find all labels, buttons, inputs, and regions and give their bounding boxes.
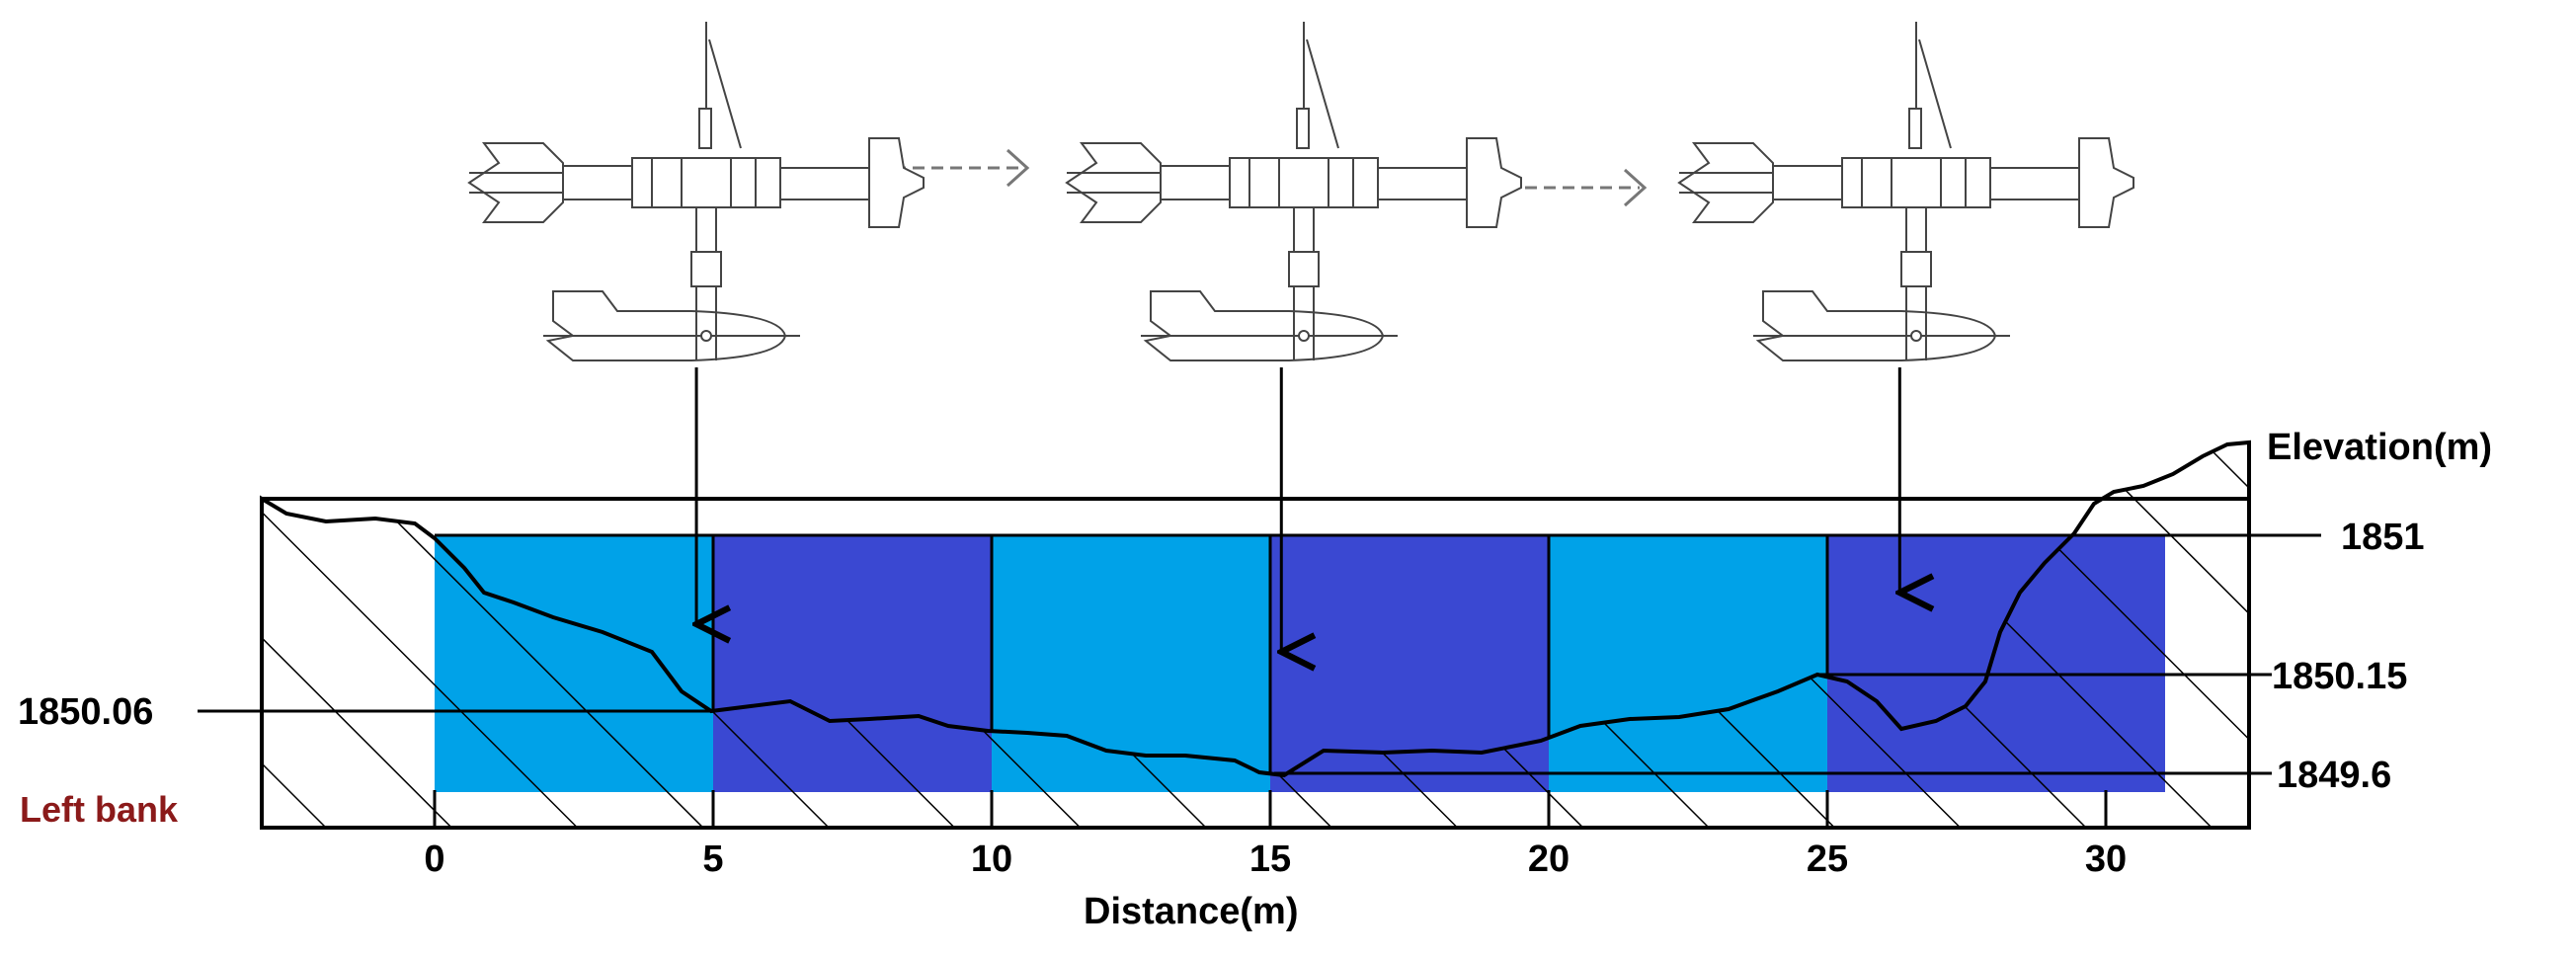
arrow-head-1	[1006, 148, 1030, 188]
elevation-label-1850-15: 1850.15	[2272, 656, 2407, 697]
elevation-label-1849-6: 1849.6	[2277, 755, 2391, 796]
section-dividers	[711, 535, 1829, 772]
current-meters	[467, 22, 2134, 361]
x-tick-label-15: 15	[1249, 839, 1291, 880]
current-meter-2	[1065, 22, 1522, 361]
x-tick-label-10: 10	[971, 839, 1012, 880]
elevation-reference-lines	[198, 533, 2321, 775]
x-axis-ticks: 0 5 10 15 20 25 30	[424, 790, 2127, 880]
arrow-head-2	[1623, 168, 1648, 207]
x-tick-label-0: 0	[424, 839, 444, 880]
elevation-label-1850-06: 1850.06	[18, 691, 153, 733]
y-axis-title: Elevation(m)	[2267, 427, 2492, 468]
movement-arrows	[894, 148, 1648, 207]
x-tick-label-25: 25	[1807, 839, 1848, 880]
cross-section-frame	[260, 497, 2251, 830]
current-meter-1	[467, 22, 925, 361]
riverbed-ground	[260, 440, 2251, 830]
left-bank-label: Left bank	[20, 789, 179, 830]
x-tick-label-20: 20	[1528, 839, 1570, 880]
x-axis-title: Distance(m)	[1084, 891, 1299, 932]
x-tick-label-5: 5	[702, 839, 723, 880]
elevation-label-1851: 1851	[2341, 517, 2425, 558]
x-tick-label-30: 30	[2085, 839, 2127, 880]
current-meter-3	[1677, 22, 2134, 361]
drop-arrows	[696, 367, 1899, 652]
